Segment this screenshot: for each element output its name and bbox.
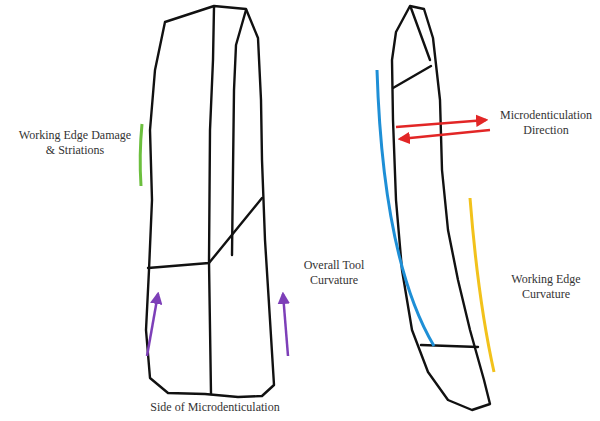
tool-outline xyxy=(146,6,274,397)
working-edge-curvature-line xyxy=(470,198,494,372)
tool-facet xyxy=(411,8,430,60)
tool-scar xyxy=(148,198,262,268)
tool-ridge xyxy=(209,7,214,394)
tool-facet xyxy=(393,66,431,88)
tool-ridge xyxy=(232,10,246,255)
tool-outline xyxy=(392,6,490,410)
microdenticulation-direction-arrow xyxy=(396,120,486,127)
annotation-label: Side of Microdenticulation xyxy=(120,400,310,415)
tool-scar xyxy=(421,345,478,347)
annotation-label: Overall Tool Curvature xyxy=(296,258,372,288)
overall-curvature-line xyxy=(377,70,434,346)
microdenticulation-side-arrow xyxy=(283,294,288,356)
annotation-label: Working Edge Curvature xyxy=(500,272,592,302)
working-edge-damage-line xyxy=(140,124,142,186)
microdenticulation-side-arrow xyxy=(147,294,158,356)
annotation-label: Working Edge Damage & Striations xyxy=(14,128,136,158)
annotation-label: Microdenticulation Direction xyxy=(494,108,598,138)
microdenticulation-direction-arrow xyxy=(400,130,490,139)
